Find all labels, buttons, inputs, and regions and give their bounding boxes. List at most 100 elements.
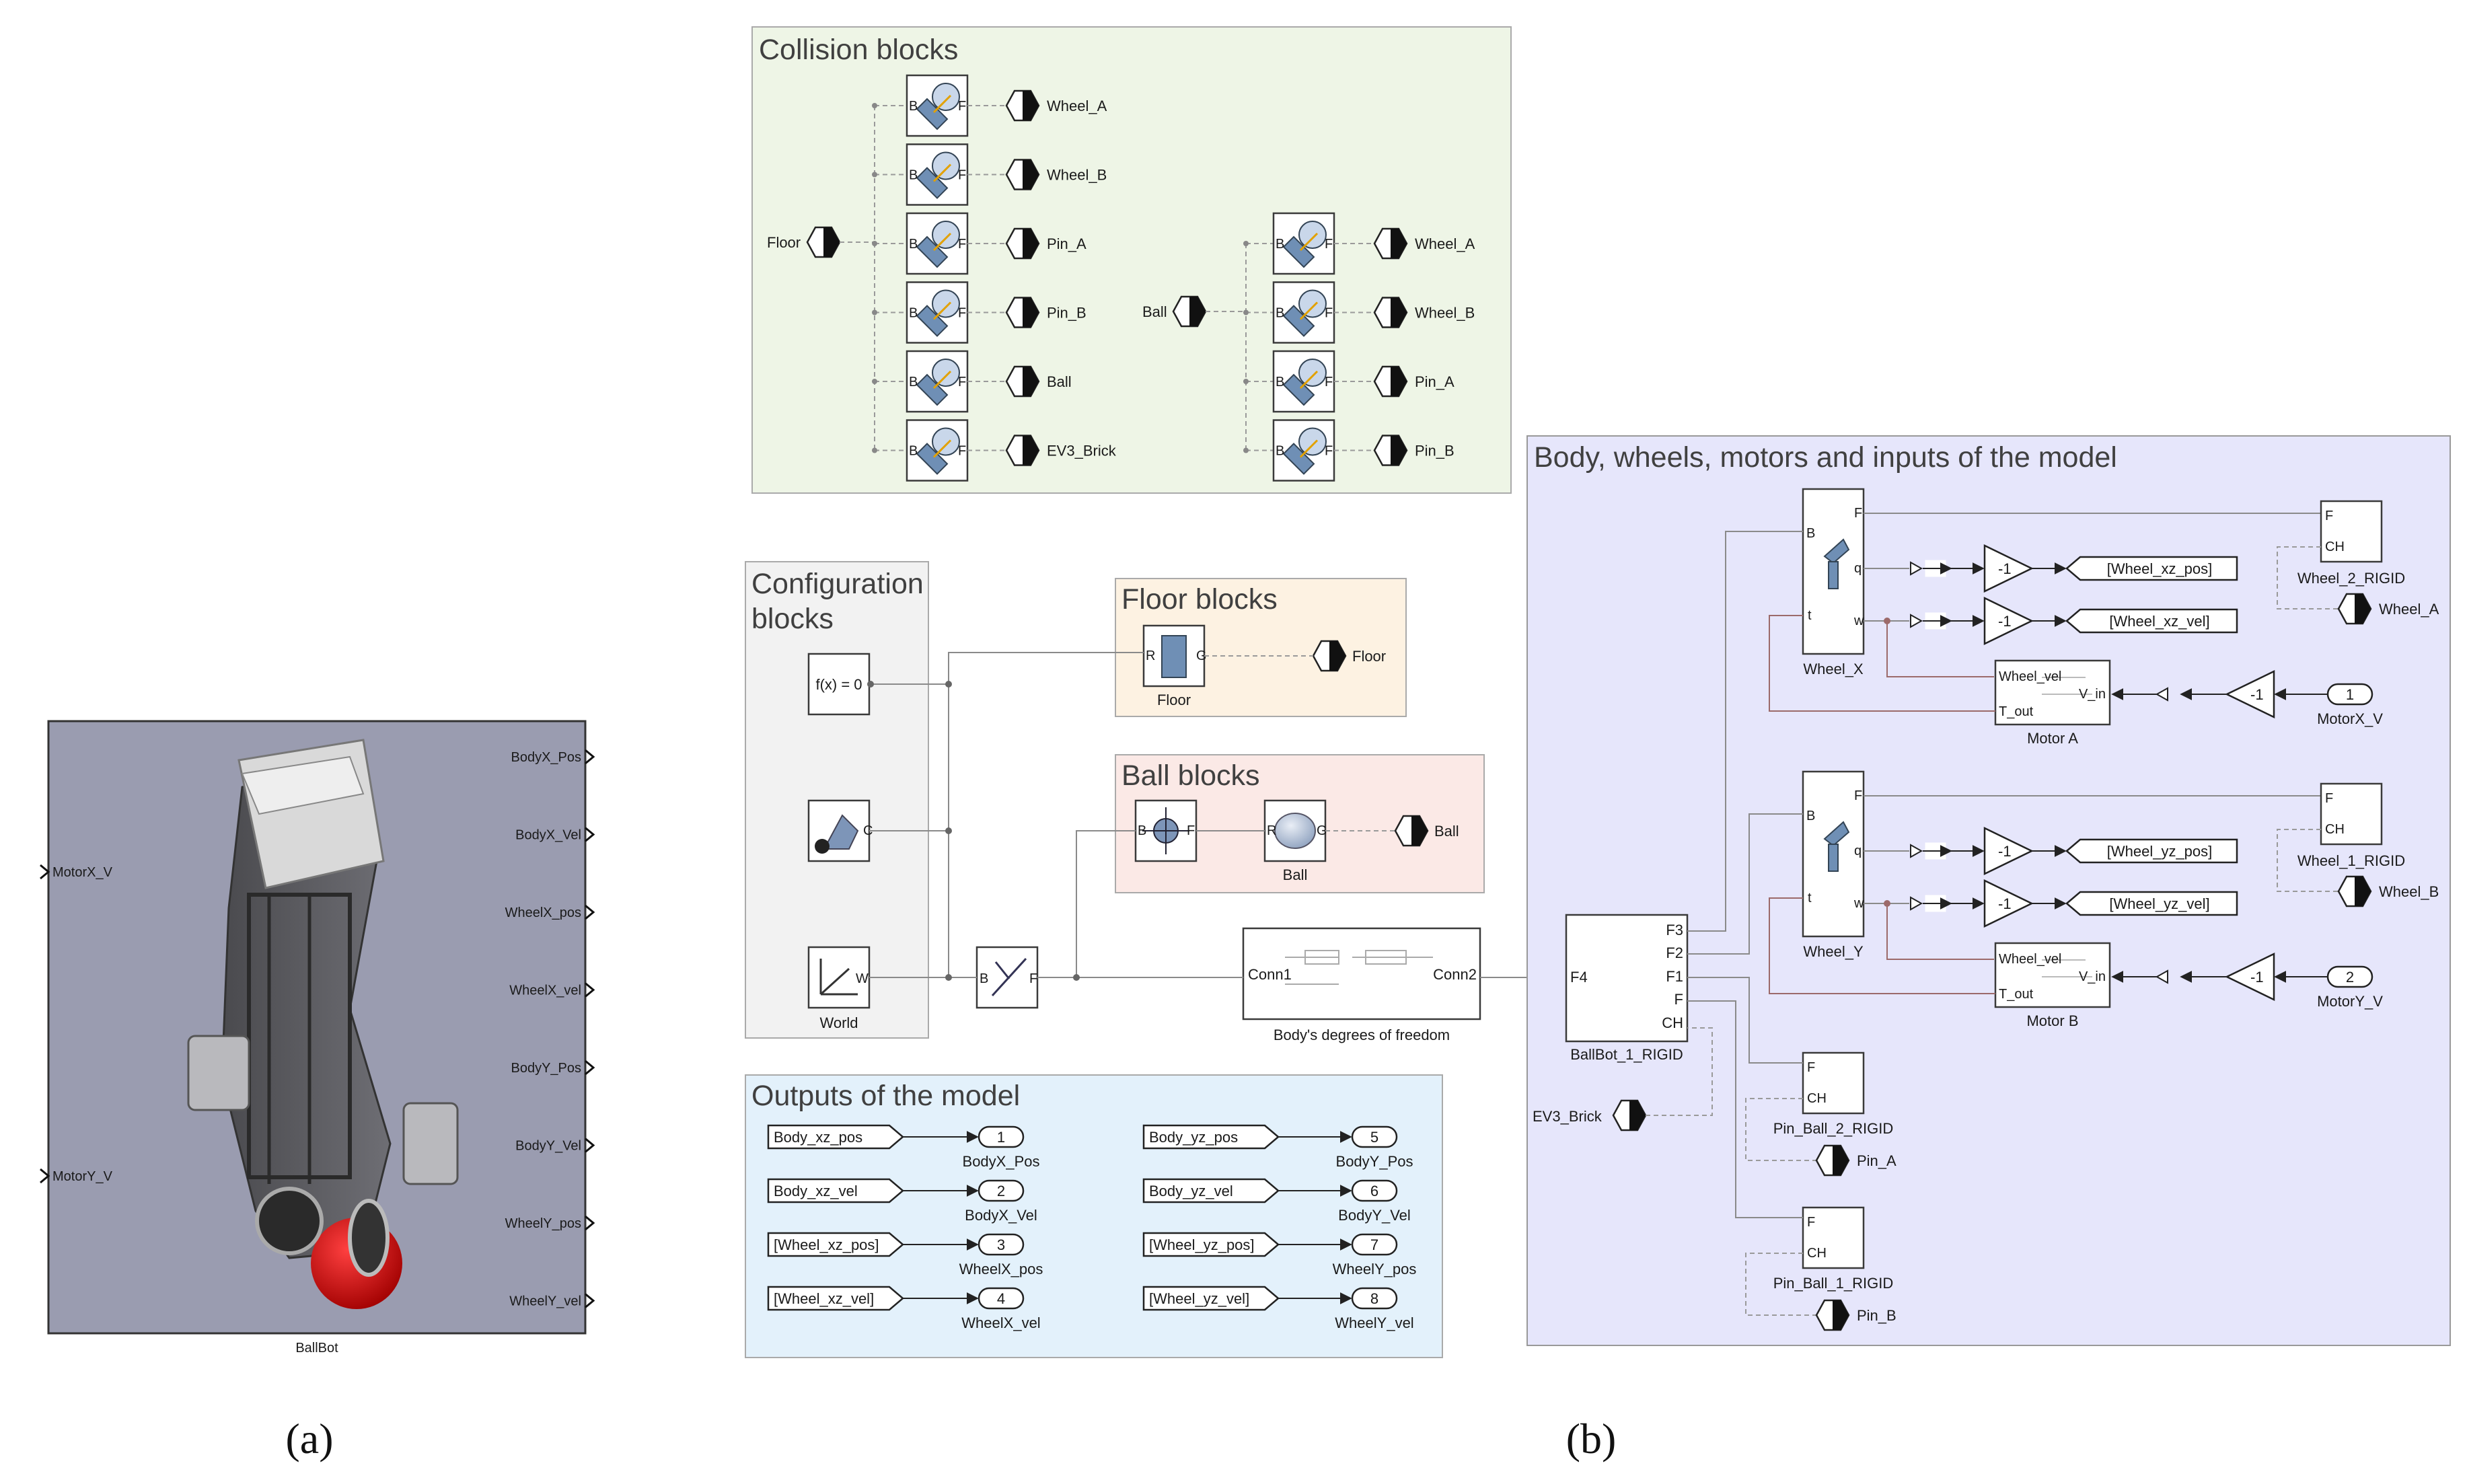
body-dof-subsystem[interactable]: Conn1 Conn2 Body's degrees of freedom <box>1242 927 1481 1043</box>
ps-simulink-converter[interactable] <box>1910 842 1952 860</box>
floor-block[interactable]: R G Floor <box>1142 624 1207 708</box>
ps-simulink-converter[interactable] <box>1910 612 1952 630</box>
ballbot-outport[interactable]: BodyX_Vel <box>515 827 595 843</box>
ballbot-outport[interactable]: BodyX_Pos <box>511 749 595 765</box>
ballbot-outport[interactable]: WheelX_vel <box>509 982 595 998</box>
collision-goto-tag[interactable]: Wheel_A <box>1005 89 1107 122</box>
collision-goto-tag[interactable]: Wheel_B <box>1373 297 1475 328</box>
collision-goto-tag[interactable]: Ball <box>1005 365 1072 398</box>
collision-goto-tag[interactable]: Pin_B <box>1005 297 1087 328</box>
output-from-tag[interactable]: Body_yz_pos <box>1142 1124 1280 1150</box>
simulink-ps-converter[interactable] <box>2155 687 2168 702</box>
floor-area-title: Floor blocks <box>1121 583 1278 616</box>
port-f: F <box>1325 306 1333 321</box>
port-number: 8 <box>1370 1290 1378 1307</box>
ball-solid-block[interactable]: R G Ball <box>1263 799 1327 883</box>
gain-block[interactable]: -1 <box>1983 597 2034 645</box>
ballbot-outport[interactable]: BodyY_Vel <box>515 1138 595 1154</box>
ball-6dof-joint-block[interactable]: B F <box>1134 799 1198 862</box>
outport-label: BodyY_Vel <box>515 1139 581 1154</box>
collision-goto-tag[interactable]: Wheel_A <box>1373 227 1475 260</box>
wheel-rigid-goto-tag[interactable]: Wheel_A <box>2337 593 2439 625</box>
ballbot-outport[interactable]: WheelX_pos <box>505 904 595 920</box>
ballbot-rigid-block[interactable]: F4 F3 F2 F1 F CH BallBot_1_RIGID <box>1565 914 1689 1063</box>
input-gain-block[interactable]: -1 <box>2225 953 2275 1001</box>
pin-goto-tag[interactable]: Pin_A <box>1815 1144 1897 1177</box>
collision-goto-tag[interactable]: EV3_Brick <box>1005 435 1117 466</box>
inport-number: 2 <box>2346 969 2354 986</box>
goto-vel-tag[interactable]: [Wheel_yz_vel] <box>2065 891 2238 916</box>
floor-goto-tag[interactable]: Floor <box>1312 640 1386 672</box>
collision-goto-tag[interactable]: Wheel_B <box>1005 159 1107 190</box>
output-from-tag[interactable]: Body_xz_pos <box>767 1124 904 1150</box>
ball-from-label: Ball <box>1142 303 1167 320</box>
gain-block[interactable]: -1 <box>1983 827 2034 875</box>
ballbot-outport[interactable]: BodyY_Pos <box>511 1060 595 1076</box>
input-gain-block[interactable]: -1 <box>2225 670 2275 718</box>
collision-goto-tag[interactable]: Pin_B <box>1373 435 1455 466</box>
output-from-tag[interactable]: Body_xz_vel <box>767 1178 904 1203</box>
ps-simulink-converter[interactable] <box>1910 560 1952 577</box>
world-frame-block[interactable]: W World <box>807 946 871 1031</box>
gain-block[interactable]: -1 <box>1983 544 2034 593</box>
ballbot-inport-motorx[interactable]: MotorX_V <box>40 864 113 880</box>
collision-goto-tag[interactable]: Pin_A <box>1373 365 1455 398</box>
rigid-transform-block[interactable]: B F <box>975 946 1039 1009</box>
motor-label: Motor B <box>2026 1012 2078 1029</box>
ball-area-title: Ball blocks <box>1121 759 1260 792</box>
pin-goto-tag[interactable]: Pin_B <box>1815 1299 1897 1331</box>
ball-from-tag[interactable]: Ball <box>1142 295 1207 328</box>
ev3-brick-from-tag[interactable]: EV3_Brick <box>1533 1027 1713 1131</box>
ballbot-subsystem-block[interactable]: MotorX_V MotorY_V BodyX_PosBodyX_VelWhee… <box>40 720 595 1356</box>
ball-goto-tag[interactable]: Ball <box>1394 815 1459 847</box>
output-from-tag[interactable]: [Wheel_xz_vel] <box>767 1286 904 1311</box>
goto-vel-tag[interactable]: [Wheel_xz_vel] <box>2065 608 2238 634</box>
rigid-port-ch: CH <box>1662 1014 1683 1031</box>
ballbot-outport[interactable]: WheelY_vel <box>509 1293 595 1309</box>
output-from-tag[interactable]: [Wheel_xz_pos] <box>767 1232 904 1257</box>
output-from-tag[interactable]: [Wheel_yz_pos] <box>1142 1232 1280 1257</box>
output-from-tag[interactable]: [Wheel_yz_vel] <box>1142 1286 1280 1311</box>
ps-simulink-converter[interactable] <box>1910 895 1952 912</box>
wheel-rigid-goto-tag[interactable]: Wheel_B <box>2337 875 2439 907</box>
solver-configuration-block[interactable]: f(x) = 0 <box>807 653 871 716</box>
ballbot-inport-motory[interactable]: MotorY_V <box>40 1168 113 1184</box>
collision-goto-tag[interactable]: Pin_A <box>1005 227 1087 260</box>
goto-pos-tag[interactable]: [Wheel_xz_pos] <box>2065 556 2238 581</box>
ballbot-outport[interactable]: WheelY_pos <box>505 1215 595 1231</box>
goto-pos-tag[interactable]: [Wheel_yz_pos] <box>2065 838 2238 864</box>
simulink-ps-converter[interactable] <box>2155 969 2168 984</box>
output-from-tag[interactable]: Body_yz_vel <box>1142 1178 1280 1203</box>
mechanism-configuration-block[interactable]: C <box>807 799 873 862</box>
gain-block[interactable]: -1 <box>1983 879 2034 928</box>
